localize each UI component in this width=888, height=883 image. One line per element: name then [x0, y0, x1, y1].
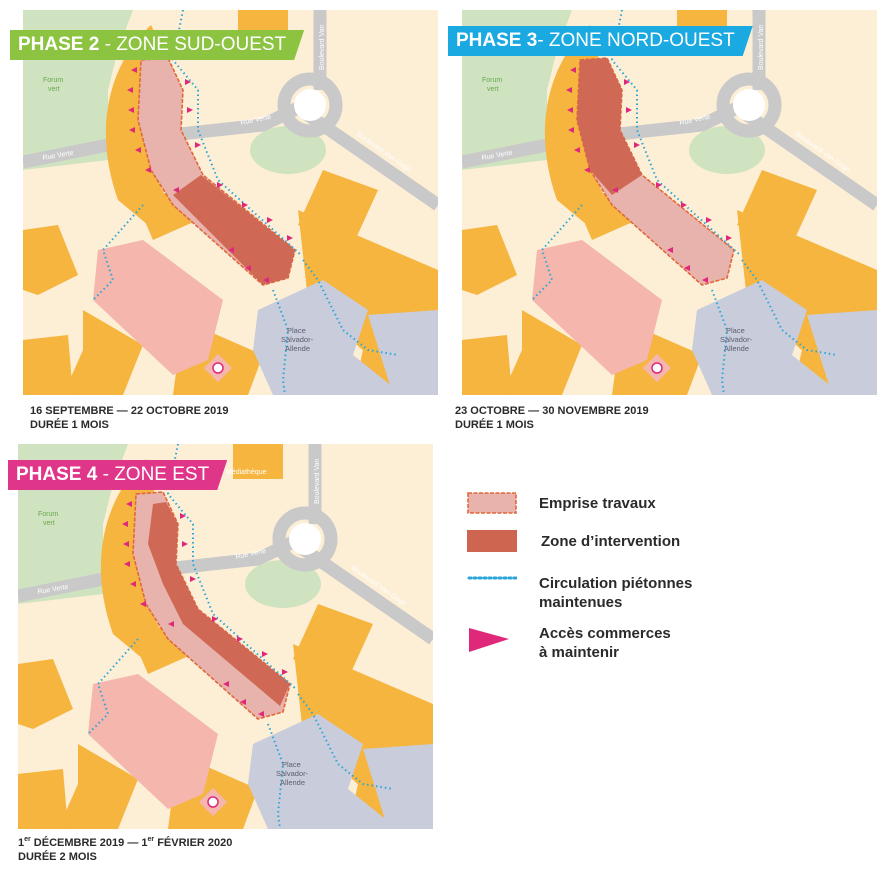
legend-label-pedestrian: Circulation piétonnes maintenues	[539, 575, 693, 611]
phase4-badge: PHASE 4 - ZONE EST	[8, 460, 227, 490]
phase3-caption: 23 OCTOBRE — 30 NOVEMBRE 2019 DURÉE 1 MO…	[455, 404, 649, 432]
phase2-date: 16 SEPTEMBRE — 22 OCTOBRE 2019	[30, 405, 229, 417]
place-label-line3: Allende	[280, 778, 305, 787]
legend-item-emprise: Emprise travaux	[467, 492, 656, 514]
phase4-badge-rest: - ZONE EST	[97, 464, 210, 485]
dotted-line-icon	[467, 576, 517, 580]
park-label-line1: Forum	[482, 77, 502, 84]
legend-label-access: Accès commerces à maintenir	[539, 625, 671, 661]
street-label-bd-van-vertical: Boulevard Van	[314, 458, 321, 504]
park-label-line2: vert	[487, 86, 499, 93]
triangle-arrow-icon	[469, 628, 509, 652]
roundabout	[716, 72, 782, 138]
street-label-bd-van-vertical: Boulevard Van	[758, 24, 765, 70]
legend-item-pedestrian: Circulation piétonnes maintenues	[467, 574, 692, 612]
pedestrian-paths	[92, 10, 399, 395]
phase2-panel: Forum vert Rue Verte Rue Verte Boulevard…	[0, 0, 440, 440]
place-label-line1: Place	[287, 326, 306, 335]
legend: Emprise travaux Zone d’intervention Circ…	[460, 480, 870, 680]
place-label-line3: Allende	[285, 344, 310, 353]
phase2-duration: DURÉE 1 MOIS	[30, 419, 109, 431]
phase4-panel: Forum vert Rue Verte Rue Verte Boulevard…	[0, 440, 440, 883]
phase3-map: Forum vert Rue Verte Rue Verte Boulevard…	[462, 10, 877, 395]
building-pink	[88, 674, 218, 809]
map-svg: Forum vert Rue Verte Rue Verte Boulevard…	[462, 10, 877, 395]
place-label-line1: Place	[282, 760, 301, 769]
place-area	[248, 714, 398, 829]
place-area-east	[807, 310, 877, 395]
phase2-badge: PHASE 2 - ZONE SUD-OUEST	[10, 30, 304, 60]
place-label-line1: Place	[726, 326, 745, 335]
pedestrian-paths	[87, 444, 394, 829]
phase3-badge: PHASE 3- ZONE NORD-OUEST	[448, 26, 753, 56]
pedestrian-paths	[531, 10, 838, 395]
legend-item-access: Accès commerces à maintenir	[467, 624, 671, 662]
phase3-date: 23 OCTOBRE — 30 NOVEMBRE 2019	[455, 405, 649, 417]
phase2-badge-bold: PHASE 2	[18, 34, 100, 55]
place-area-east	[368, 310, 438, 395]
map-svg: Forum vert Rue Verte Rue Verte Boulevard…	[18, 444, 433, 829]
phase4-badge-bold: PHASE 4	[16, 464, 98, 485]
phase4-map: Forum vert Rue Verte Rue Verte Boulevard…	[18, 444, 433, 829]
roundabout	[272, 506, 338, 572]
green-oval	[245, 560, 321, 608]
phase2-caption: 16 SEPTEMBRE — 22 OCTOBRE 2019 DURÉE 1 M…	[30, 404, 228, 432]
green-oval	[689, 126, 765, 174]
park-label-line1: Forum	[38, 511, 58, 518]
monument-icon	[207, 796, 219, 808]
roundabout-center	[294, 89, 326, 121]
access-arrows	[122, 501, 288, 717]
monument-icon	[212, 362, 224, 374]
green-oval	[250, 126, 326, 174]
monument-icon	[651, 362, 663, 374]
phase2-badge-rest: - ZONE SUD-OUEST	[99, 34, 287, 55]
access-arrows	[566, 67, 732, 283]
building-pink	[532, 240, 662, 375]
place-area	[253, 280, 403, 395]
zone-intervention	[577, 58, 642, 195]
place-label-line2: Salvador-	[720, 335, 753, 344]
roundabout-center	[733, 89, 765, 121]
map-svg: Forum vert Rue Verte Rue Verte Boulevard…	[23, 10, 438, 395]
access-arrows	[127, 67, 293, 283]
legend-label-zone: Zone d’intervention	[541, 533, 681, 550]
phase2-map: Forum vert Rue Verte Rue Verte Boulevard…	[23, 10, 438, 395]
phase3-panel: Forum vert Rue Verte Rue Verte Boulevard…	[440, 0, 888, 440]
street-label-bd-van-vertical: Boulevard Van	[319, 24, 326, 70]
zone-intervention	[148, 502, 290, 706]
roundabout-center	[289, 523, 321, 555]
phase3-badge-rest: - ZONE NORD-OUEST	[537, 30, 735, 51]
park-label-line2: vert	[48, 86, 60, 93]
place-label-line2: Salvador-	[281, 335, 314, 344]
phase3-badge-bold: PHASE 3	[456, 30, 538, 51]
phase4-date: 1er DÉCEMBRE 2019 — 1er FÉVRIER 2020	[18, 836, 233, 849]
legend-item-zone: Zone d’intervention	[467, 530, 680, 552]
filled-box-icon	[467, 530, 517, 552]
roundabout	[277, 72, 343, 138]
building-pink	[93, 240, 223, 375]
zone-intervention	[173, 175, 295, 285]
park-label-line1: Forum	[43, 77, 63, 84]
legend-label-emprise: Emprise travaux	[539, 495, 656, 512]
place-area	[692, 280, 842, 395]
place-label-line2: Salvador-	[276, 769, 309, 778]
phase3-duration: DURÉE 1 MOIS	[455, 419, 534, 431]
place-area-east	[363, 744, 433, 829]
hatched-box-icon	[467, 492, 517, 514]
mediatheque-label: Médiathèque	[226, 469, 267, 476]
place-label-line3: Allende	[724, 344, 749, 353]
park-label-line2: vert	[43, 520, 55, 527]
phase4-duration: DURÉE 2 MOIS	[18, 851, 97, 863]
phase4-caption: 1er DÉCEMBRE 2019 — 1er FÉVRIER 2020 DUR…	[18, 836, 232, 864]
